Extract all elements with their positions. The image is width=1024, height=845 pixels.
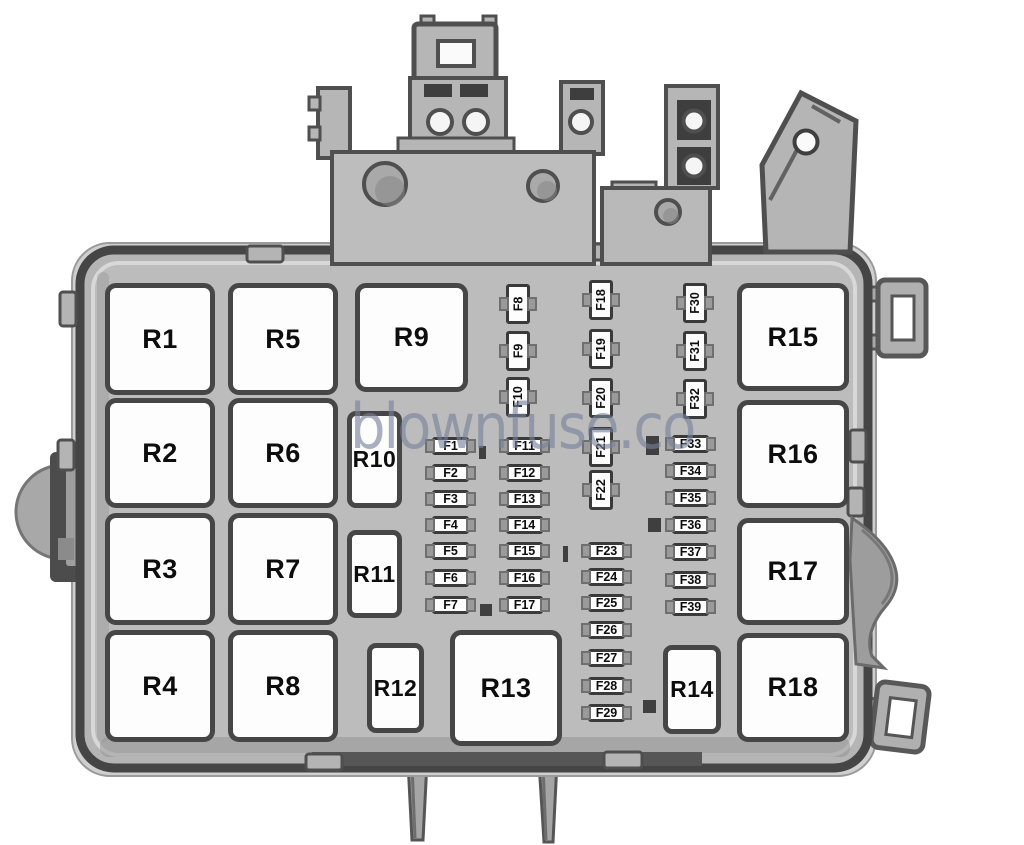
relay-r18: R18 xyxy=(737,633,849,742)
fuse-f38: F38 xyxy=(672,571,709,589)
fuse-f1: F1 xyxy=(432,437,469,455)
top-bracket-assembly xyxy=(307,14,720,266)
fuse-label: F10 xyxy=(511,386,526,408)
fuse-f34: F34 xyxy=(672,462,709,480)
fuse-label: F8 xyxy=(511,296,525,312)
fuse-f2: F2 xyxy=(432,464,469,482)
fuse-label: F21 xyxy=(594,436,609,458)
fuse-f29: F29 xyxy=(588,704,625,722)
fuse-f10: F10 xyxy=(506,377,530,417)
fuse-f37: F37 xyxy=(672,543,709,561)
fuse-label: F32 xyxy=(688,388,703,410)
relay-r15: R15 xyxy=(737,283,849,391)
fuse-f28: F28 xyxy=(588,677,625,695)
fuse-f14: F14 xyxy=(506,516,543,534)
fuse-label: F18 xyxy=(594,289,609,311)
edge-clips xyxy=(56,242,868,772)
relay-r7: R7 xyxy=(228,513,338,625)
relay-r1: R1 xyxy=(105,283,215,395)
fuse-f17: F17 xyxy=(506,596,543,614)
fuse-f33: F33 xyxy=(672,435,709,453)
fuse-f21: F21 xyxy=(589,427,613,467)
interior-studs xyxy=(479,436,661,713)
fuse-f24: F24 xyxy=(588,568,625,586)
relay-r16: R16 xyxy=(737,400,849,508)
relay-r10: R10 xyxy=(347,411,402,508)
fuse-label: F19 xyxy=(594,338,609,360)
fuse-label: F30 xyxy=(688,292,703,314)
relay-r9: R9 xyxy=(355,283,468,392)
fuse-f9: F9 xyxy=(506,331,530,371)
relay-r6: R6 xyxy=(228,398,338,508)
relay-r12: R12 xyxy=(367,643,424,733)
fuse-f16: F16 xyxy=(506,569,543,587)
fuse-f26: F26 xyxy=(588,621,625,639)
relay-r17: R17 xyxy=(737,518,849,625)
fuse-f7: F7 xyxy=(432,596,469,614)
fuse-f23: F23 xyxy=(588,542,625,560)
right-top-bracket xyxy=(864,277,929,359)
relay-r4: R4 xyxy=(105,630,215,742)
fuse-f27: F27 xyxy=(588,649,625,667)
fuse-f20: F20 xyxy=(589,378,613,418)
fuse-f13: F13 xyxy=(506,490,543,508)
fuse-f32: F32 xyxy=(683,379,707,419)
relay-r14: R14 xyxy=(663,645,721,734)
relay-r3: R3 xyxy=(105,513,215,625)
fuse-f6: F6 xyxy=(432,569,469,587)
fuse-f35: F35 xyxy=(672,489,709,507)
fuse-f11: F11 xyxy=(506,437,543,455)
top-right-mounting-tab xyxy=(759,89,859,255)
fuse-f4: F4 xyxy=(432,516,469,534)
relay-r2: R2 xyxy=(105,398,215,508)
fuse-f25: F25 xyxy=(588,594,625,612)
fuse-f36: F36 xyxy=(672,516,709,534)
fuse-f15: F15 xyxy=(506,542,543,560)
fuse-f22: F22 xyxy=(589,470,613,510)
fuse-f12: F12 xyxy=(506,464,543,482)
right-strap-flap xyxy=(848,515,899,671)
fuse-label: F22 xyxy=(594,479,609,501)
fuse-f31: F31 xyxy=(683,331,707,371)
fuse-f3: F3 xyxy=(432,490,469,508)
fuse-f39: F39 xyxy=(672,598,709,616)
relay-r13: R13 xyxy=(450,630,562,746)
fuse-f18: F18 xyxy=(589,280,613,320)
fuse-f30: F30 xyxy=(683,283,707,323)
fuse-label: F31 xyxy=(688,340,703,362)
fuse-f5: F5 xyxy=(432,542,469,560)
fuse-f19: F19 xyxy=(589,329,613,369)
fuse-label: F20 xyxy=(594,387,609,409)
relay-r8: R8 xyxy=(228,630,338,742)
fuse-label: F9 xyxy=(511,343,525,359)
relay-r5: R5 xyxy=(228,283,338,395)
fuse-f8: F8 xyxy=(506,284,530,324)
relay-r11: R11 xyxy=(347,530,402,618)
